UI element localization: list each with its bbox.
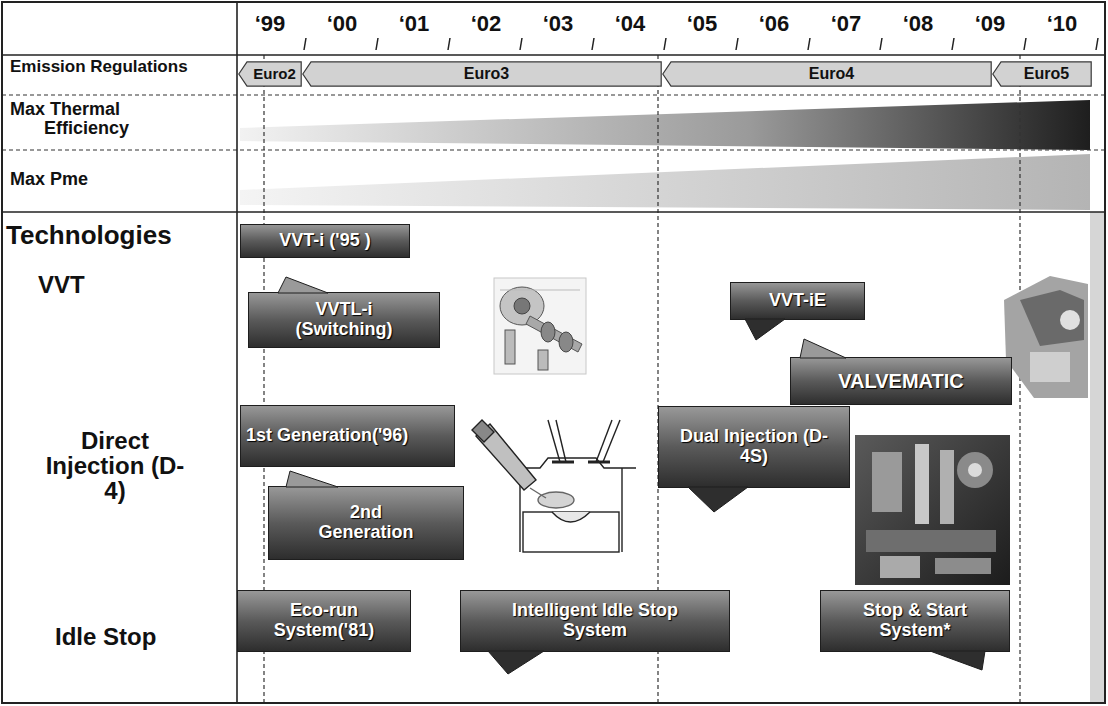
- technology-box: VVT-i ('95 ): [240, 224, 410, 258]
- year-label: ‘04: [598, 12, 662, 35]
- technology-box: 2nd Generation: [268, 486, 464, 560]
- year-label: ‘07: [814, 12, 878, 35]
- edge-band: [1090, 212, 1104, 702]
- section-label: Technologies: [6, 222, 234, 249]
- technology-box: VALVEMATIC: [790, 357, 1012, 405]
- row-label: Emission Regulations: [10, 58, 225, 76]
- year-label: ‘01: [382, 12, 446, 35]
- technology-name: VALVEMATIC: [838, 370, 964, 392]
- regulation-arrow: Euro4: [662, 61, 992, 87]
- row-label: VVT: [38, 272, 218, 297]
- row-label: Max Thermal Efficiency: [10, 100, 170, 138]
- technology-name: 1st Generation('96): [246, 426, 408, 446]
- year-label: ‘06: [742, 12, 806, 35]
- efficiency-wedge: [240, 100, 1090, 150]
- technology-box: VVT-iE: [730, 282, 865, 320]
- engine-photo: [855, 435, 1010, 585]
- callout-pointer: [730, 319, 865, 340]
- grid-dashes: [2, 55, 1105, 703]
- year-label: ‘05: [670, 12, 734, 35]
- callout-pointer: [248, 277, 440, 293]
- year-ticks: [304, 38, 1098, 50]
- regulation-name: Euro2: [253, 66, 296, 83]
- cam-illustration: [494, 278, 586, 374]
- technology-name: Intelligent Idle Stop System: [488, 601, 703, 641]
- year-label: ‘99: [238, 12, 302, 35]
- technology-box: Stop & Start System*: [820, 590, 1010, 652]
- regulation-name: Euro5: [1024, 65, 1069, 83]
- technology-name: VVT-iE: [769, 291, 826, 311]
- technology-box: Eco-run System('81): [237, 590, 411, 652]
- regulation-name: Euro3: [464, 65, 509, 83]
- technology-name: Eco-run System('81): [262, 601, 387, 641]
- regulation-arrow: Euro3: [302, 61, 662, 87]
- pme-wedge: [240, 154, 1090, 210]
- regulation-arrow: Euro2: [238, 61, 302, 87]
- year-label: ‘08: [886, 12, 950, 35]
- row-label: Direct Injection (D-4): [40, 428, 190, 504]
- technology-name: VVTL-i (Switching): [279, 300, 409, 340]
- year-label: ‘10: [1030, 12, 1094, 35]
- year-label: ‘02: [454, 12, 518, 35]
- row-label: Max Pme: [10, 170, 210, 189]
- technology-box: Dual Injection (D-4S): [658, 406, 850, 488]
- callout-pointer: [460, 651, 730, 674]
- regulation-name: Euro4: [809, 65, 854, 83]
- callout-pointer: [268, 471, 464, 487]
- technology-name: 2nd Generation: [304, 503, 429, 543]
- callout-pointer: [658, 487, 850, 512]
- technology-box: Intelligent Idle Stop System: [460, 590, 730, 652]
- engine-image: [1004, 276, 1088, 398]
- callout-pointer: [790, 339, 1012, 358]
- row-label: Idle Stop: [55, 624, 225, 649]
- technology-box: VVTL-i (Switching): [248, 292, 440, 348]
- year-label: ‘00: [310, 12, 374, 35]
- injector-illustration: [472, 420, 636, 552]
- technology-name: VVT-i ('95 ): [279, 231, 370, 251]
- callout-pointer: [820, 651, 1010, 670]
- technology-box: 1st Generation('96): [240, 405, 455, 467]
- technology-name: Stop & Start System*: [843, 601, 988, 641]
- year-label: ‘03: [526, 12, 590, 35]
- technology-name: Dual Injection (D-4S): [677, 427, 832, 467]
- regulation-arrow: Euro5: [992, 61, 1092, 87]
- year-label: ‘09: [958, 12, 1022, 35]
